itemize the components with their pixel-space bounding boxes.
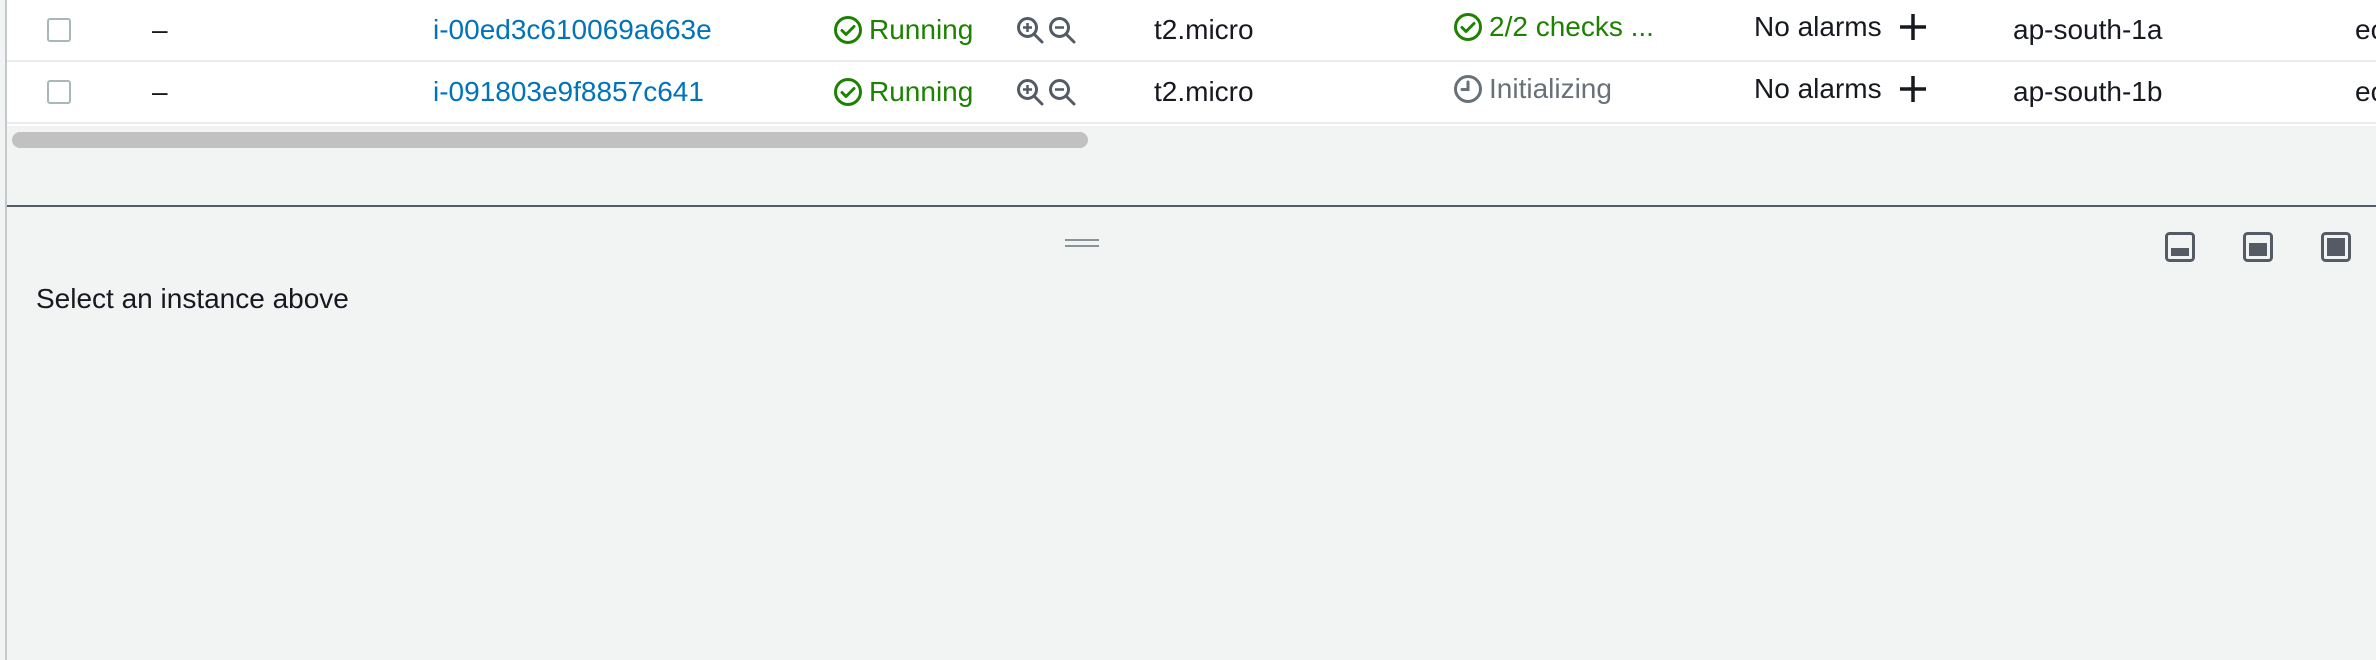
check-circle-icon <box>1453 12 1483 42</box>
split-middle-icon[interactable] <box>2243 232 2273 262</box>
instance-name: – <box>152 14 168 45</box>
horizontal-scrollbar[interactable] <box>7 128 2376 152</box>
left-border <box>0 0 7 660</box>
clock-icon <box>1453 74 1483 104</box>
alarm-status-label: No alarms <box>1754 11 1882 42</box>
availability-zone: ap-south-1b <box>2013 76 2163 107</box>
table-body: – i-00ed3c610069a663e Running t2.micro <box>7 0 2376 126</box>
status-check-label: Initializing <box>1489 73 1612 104</box>
zoom-out-icon[interactable] <box>1047 77 1077 107</box>
instance-state: Running <box>833 0 973 60</box>
details-panel: Select an instance above <box>7 207 2376 660</box>
empty-selection-message: Select an instance above <box>36 283 349 314</box>
plus-icon[interactable] <box>1898 74 1928 104</box>
split-bottom-icon[interactable] <box>2165 232 2195 262</box>
zoom-in-icon[interactable] <box>1015 15 1045 45</box>
row-checkbox[interactable] <box>47 18 71 42</box>
truncated-column: ec <box>2355 14 2376 45</box>
state-zoom-controls <box>1015 62 1077 122</box>
resize-handle[interactable] <box>1065 237 1099 249</box>
instance-type: t2.micro <box>1154 14 1254 45</box>
row-checkbox[interactable] <box>47 80 71 104</box>
check-circle-icon <box>833 15 863 45</box>
split-divider <box>7 205 2376 207</box>
status-check: 2/2 checks ... <box>1453 0 1654 57</box>
split-full-icon[interactable] <box>2321 232 2351 262</box>
plus-icon[interactable] <box>1898 12 1928 42</box>
table-row[interactable]: – i-091803e9f8857c641 Running t2.micro <box>7 62 2376 124</box>
status-check: Initializing <box>1453 59 1612 119</box>
check-circle-icon <box>833 77 863 107</box>
instance-state-label: Running <box>869 76 974 107</box>
instances-table: – i-00ed3c610069a663e Running t2.micro <box>7 0 2376 155</box>
instance-id-link[interactable]: i-091803e9f8857c641 <box>433 76 704 107</box>
zoom-out-icon[interactable] <box>1047 15 1077 45</box>
table-row[interactable]: – i-00ed3c610069a663e Running t2.micro <box>7 0 2376 62</box>
zoom-in-icon[interactable] <box>1015 77 1045 107</box>
scrollbar-thumb[interactable] <box>12 132 1088 148</box>
alarm-status-label: No alarms <box>1754 73 1882 104</box>
instance-state-label: Running <box>869 14 974 45</box>
instance-id-link[interactable]: i-00ed3c610069a663e <box>433 14 712 45</box>
state-zoom-controls <box>1015 0 1077 60</box>
alarm-status: No alarms <box>1754 0 1928 57</box>
truncated-column: ec <box>2355 76 2376 107</box>
instance-name: – <box>152 76 168 107</box>
instance-type: t2.micro <box>1154 76 1254 107</box>
availability-zone: ap-south-1a <box>2013 14 2163 45</box>
instance-state: Running <box>833 62 973 122</box>
status-check-label: 2/2 checks ... <box>1489 11 1654 42</box>
alarm-status: No alarms <box>1754 59 1928 119</box>
